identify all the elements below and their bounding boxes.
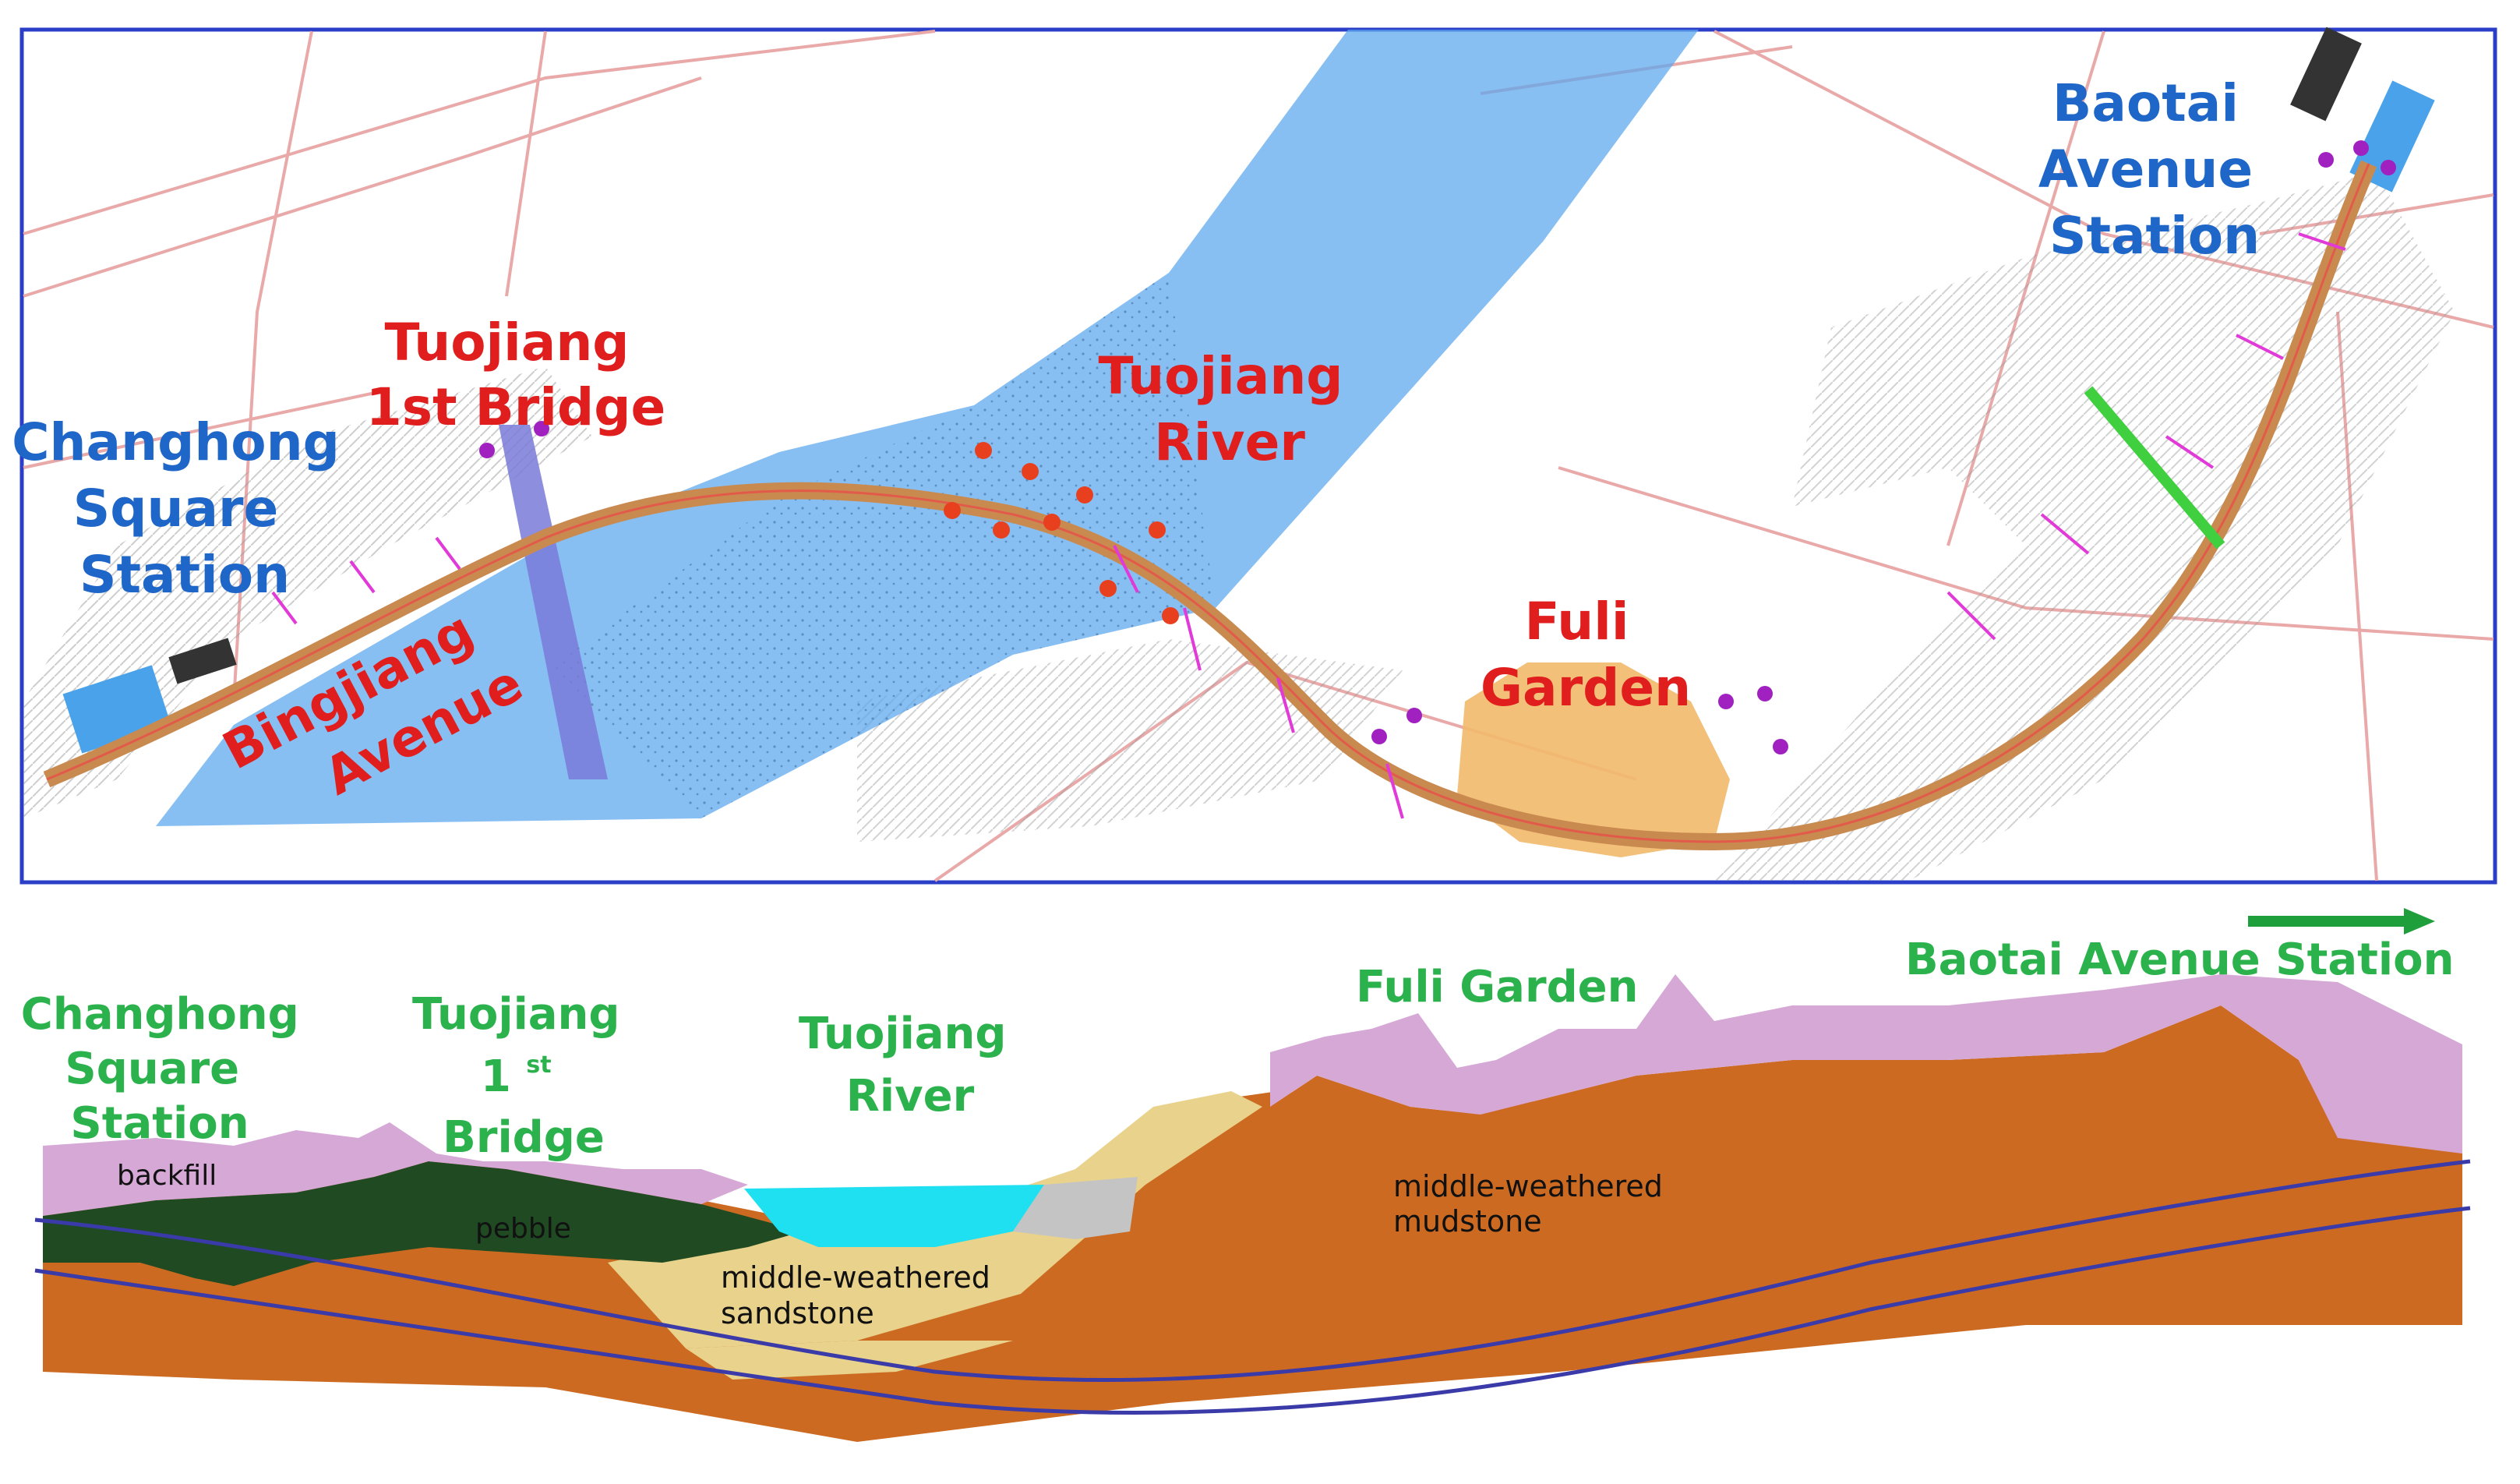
urban-zone-east (1714, 171, 2455, 881)
urban-zone-west (23, 366, 592, 818)
stratum-pebble-label: pebble (475, 1213, 571, 1245)
section-ticks (271, 232, 2346, 819)
tunnel-alignment (43, 160, 2377, 851)
red-boreholes (944, 442, 1179, 624)
plan-tuojiang-bridge-label: Tuojiang 1st Bridge (366, 313, 665, 437)
green-marker (2084, 386, 2225, 549)
profile-fuli-label: Fuli Garden (1356, 962, 1639, 1012)
profile-tuojiang-river-label: Tuojiang River (799, 1009, 1022, 1122)
profile-tuojiang-bridge-label: Tuojiang 1 st Bridge (412, 989, 635, 1163)
plan-baotai-label: Baotai Avenue Station (2038, 73, 2271, 266)
purple-boreholes (479, 140, 2396, 754)
plan-tuojiang-river-label: Tuojiang River (1098, 346, 1361, 472)
tunnel-lines-profile (34, 1159, 2471, 1415)
fuli-garden-area (1457, 662, 1730, 857)
tuojiang-bridge-deck (499, 425, 608, 779)
stratum-mudstone-label: middle-weathered mudstone (1393, 1169, 1672, 1238)
profile-changhong-label: Changhong Square Station (21, 989, 315, 1149)
tuojiang-river-water (744, 1185, 1044, 1247)
mudstone-layer-east (1270, 1005, 2462, 1325)
geological-profile: Changhong Square Station Tuojiang 1 st B… (21, 908, 2471, 1442)
stratum-sandstone-label: middle-weathered sandstone (721, 1260, 1000, 1330)
riverbed-silt (1013, 1177, 1138, 1239)
backfill-layer-west (43, 1122, 748, 1216)
pebble-layer (43, 1161, 803, 1286)
urban-zone-south (857, 639, 1403, 842)
river-texture (545, 273, 1216, 818)
baotai-station-box (2290, 26, 2435, 193)
plan-view: Changhong Square Station Tuojiang 1st Br… (12, 26, 2497, 885)
stratum-backfill-label: backfill (117, 1160, 217, 1192)
profile-baotai-label: Baotai Avenue Station (1905, 935, 2454, 985)
plan-fuli-label: Fuli Garden (1481, 592, 1691, 718)
plan-changhong-label: Changhong Square Station (12, 412, 358, 605)
backfill-layer-east (1270, 974, 2462, 1154)
direction-arrow (2248, 908, 2435, 935)
